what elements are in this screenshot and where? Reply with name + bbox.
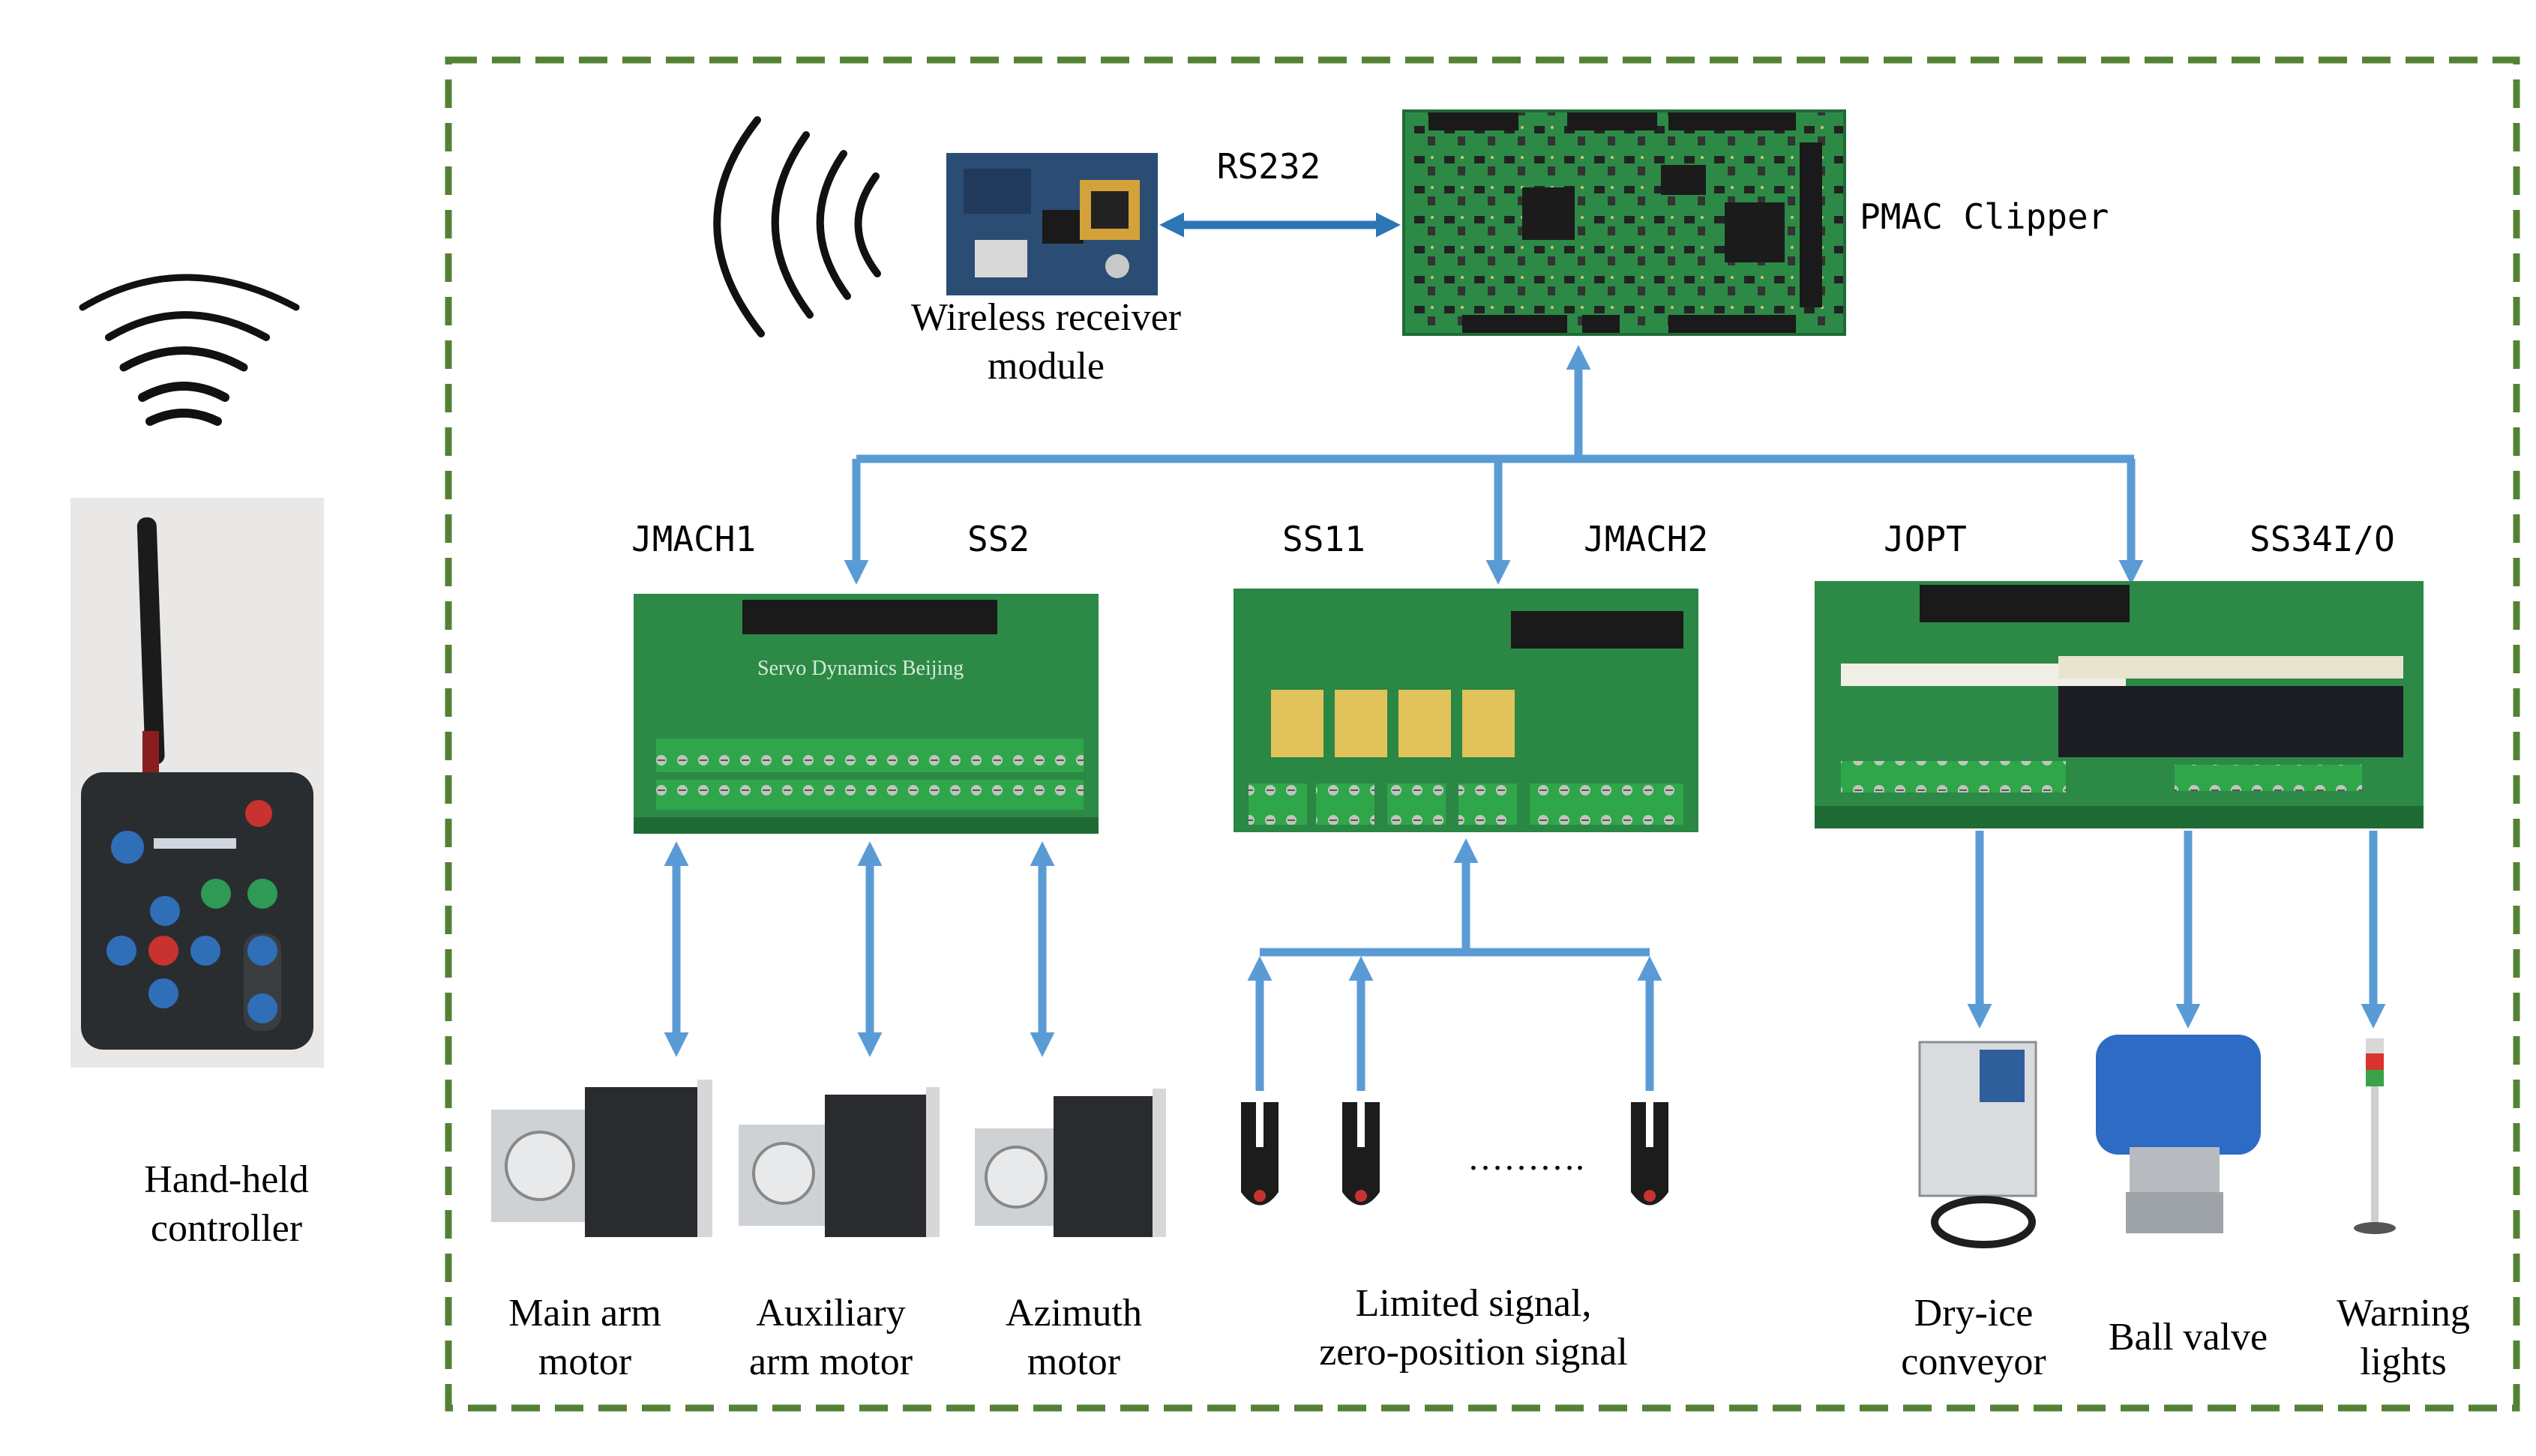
sensor-ellipsis: ………. (1467, 1138, 1584, 1178)
warning-lights-icon (2354, 1038, 2396, 1234)
signal-terminal-board-icon (1234, 589, 1698, 832)
ball-valve-icon (2096, 1035, 2261, 1233)
dry-ice-label-line1: Dry-ice (1914, 1292, 2034, 1335)
wireless-module-icon (946, 153, 1158, 295)
motor-link-arrows (664, 841, 1055, 1057)
azimuth-motor-icon (975, 1089, 1166, 1237)
handheld-label-line1: Hand-held (144, 1158, 308, 1201)
servo-terminal-board-icon (634, 594, 1099, 834)
receiver-label-line1: Wireless receiver (911, 296, 1181, 339)
pmac-bus-arrows (844, 345, 2144, 585)
remote-control-icon (70, 498, 324, 1068)
auxiliary-motor-label-line2: arm motor (749, 1341, 913, 1383)
main-arm-motor-label-line2: motor (538, 1341, 631, 1383)
receiver-wireless-signal-icon (713, 116, 881, 337)
system-boundary-frame (445, 56, 2520, 1412)
warning-lights-label-line2: lights (2360, 1341, 2447, 1383)
warning-lights-label-line1: Warning (2337, 1292, 2470, 1335)
photoelectric-sensor-icon (1241, 1102, 1668, 1206)
main-arm-motor-label-line1: Main arm (508, 1292, 661, 1335)
sensor-input-arrows (1247, 838, 1662, 1091)
jmach1-label: JMACH1 (631, 519, 756, 559)
ball-valve-label: Ball valve (2109, 1316, 2268, 1359)
receiver-label-line2: module (988, 345, 1105, 388)
pmac-clipper-label: PMAC Clipper (1860, 196, 2109, 237)
jopt-label: JOPT (1884, 519, 1967, 559)
auxiliary-motor-label-line1: Auxiliary (756, 1292, 905, 1335)
circuit-board-icon (1402, 109, 1846, 336)
main-arm-motor-icon (491, 1080, 712, 1237)
output-arrows (1967, 831, 2386, 1029)
handheld-wireless-signal-icon (79, 274, 300, 426)
azimuth-motor-label-line2: motor (1027, 1341, 1120, 1383)
dry-ice-conveyor-icon (1918, 1041, 2037, 1248)
auxiliary-arm-motor-icon (739, 1087, 940, 1237)
jmach2-label: JMACH2 (1584, 519, 1708, 559)
dry-ice-label-line2: conveyor (1901, 1341, 2046, 1383)
ss11-label: SS11 (1282, 519, 1365, 559)
ss34-label: SS34I/O (2250, 519, 2395, 559)
azimuth-motor-label-line1: Azimuth (1006, 1292, 1142, 1335)
sensor-label-line1: Limited signal, (1356, 1282, 1592, 1325)
relay-io-board-icon (1815, 581, 2424, 828)
sensor-label-line2: zero-position signal (1319, 1331, 1628, 1374)
handheld-label-line2: controller (151, 1207, 302, 1250)
ss2-label: SS2 (967, 519, 1030, 559)
rs232-label: RS232 (1217, 146, 1320, 187)
board1-brand-text: Servo Dynamics Beijing (757, 657, 964, 680)
